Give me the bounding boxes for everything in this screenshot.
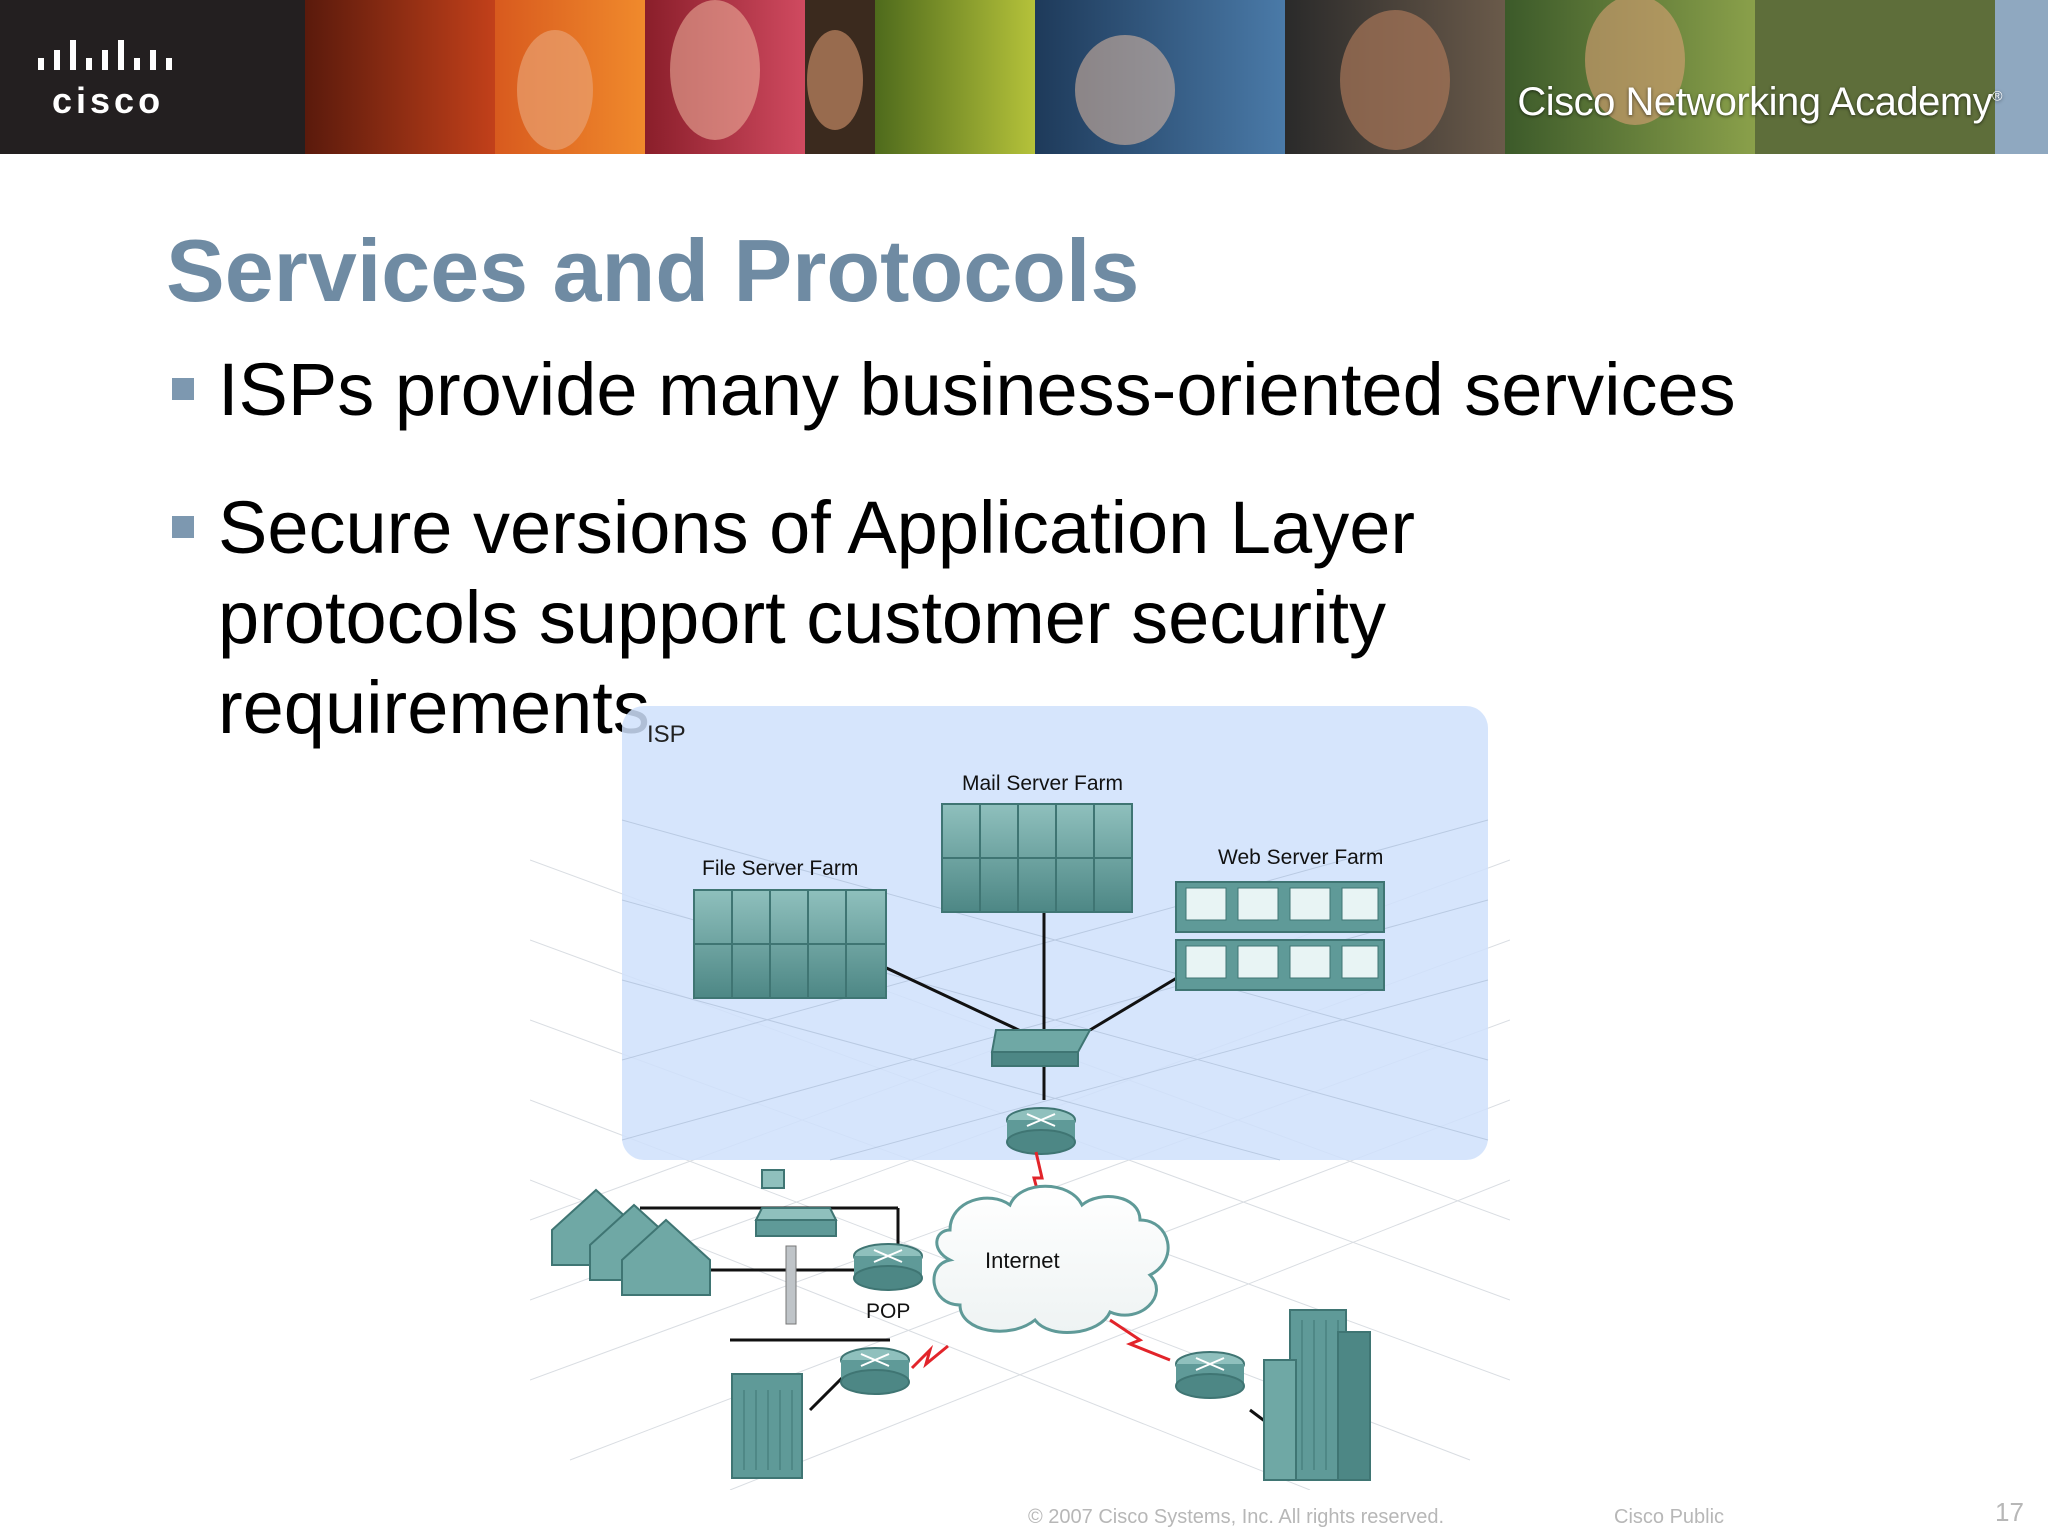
wan-link-branch bbox=[910, 1344, 949, 1370]
academy-name: Cisco Networking Academy bbox=[1517, 80, 1993, 124]
internet-cloud-icon bbox=[932, 1184, 1170, 1334]
isp-router-icon bbox=[1006, 1107, 1076, 1155]
branch-router-icon bbox=[840, 1347, 910, 1395]
dslam-icon bbox=[785, 1245, 797, 1325]
enterprise-router-icon bbox=[1175, 1351, 1245, 1399]
office-tower-icon bbox=[1263, 1309, 1371, 1481]
footer-copyright: © 2007 Cisco Systems, Inc. All rights re… bbox=[1028, 1506, 1445, 1528]
bullet-square-icon bbox=[172, 516, 194, 538]
registered-mark: ® bbox=[1992, 87, 2002, 104]
file-server-farm-label: File Server Farm bbox=[702, 857, 858, 880]
cisco-wordmark: cisco bbox=[52, 80, 165, 121]
bullet-square-icon bbox=[172, 378, 194, 400]
homes-icon bbox=[551, 1188, 711, 1296]
switch-icon bbox=[990, 1029, 1092, 1067]
pop-router-icon bbox=[853, 1243, 923, 1291]
modem-icon bbox=[754, 1169, 838, 1237]
mail-server-farm-icon bbox=[941, 803, 1133, 913]
bullet-text: ISPs provide many business-oriented serv… bbox=[218, 348, 1736, 431]
web-server-farm-icon bbox=[1175, 881, 1385, 991]
isp-label: ISP bbox=[647, 721, 686, 748]
wan-link-enterprise bbox=[1109, 1318, 1171, 1362]
file-server-farm-icon bbox=[693, 889, 887, 999]
bullet-item: Secure versions of Application Layer pro… bbox=[166, 483, 1618, 753]
isp-network-diagram: ISP Mail Server Farm bbox=[529, 700, 1511, 1491]
header-banner: cisco Cisco Networking Academy® bbox=[0, 0, 2048, 154]
bullet-item: ISPs provide many business-oriented serv… bbox=[166, 345, 2018, 435]
office-building-icon bbox=[731, 1373, 803, 1479]
internet-label: Internet bbox=[985, 1248, 1060, 1273]
slide-title: Services and Protocols bbox=[166, 221, 1140, 320]
cisco-bars-icon bbox=[38, 40, 172, 70]
pop-label: POP bbox=[866, 1300, 910, 1323]
isp-zone bbox=[622, 706, 1488, 1160]
mail-server-farm-label: Mail Server Farm bbox=[962, 772, 1123, 795]
banner-photo-collage bbox=[305, 0, 2048, 154]
page-number: 17 bbox=[1995, 1497, 2024, 1527]
bullet-text: Secure versions of Application Layer pro… bbox=[218, 486, 1416, 749]
academy-title: Cisco Networking Academy® bbox=[1517, 80, 2002, 125]
footer-classification: Cisco Public bbox=[1614, 1506, 1725, 1528]
cisco-logo: cisco bbox=[0, 0, 305, 154]
web-server-farm-label: Web Server Farm bbox=[1218, 846, 1383, 869]
